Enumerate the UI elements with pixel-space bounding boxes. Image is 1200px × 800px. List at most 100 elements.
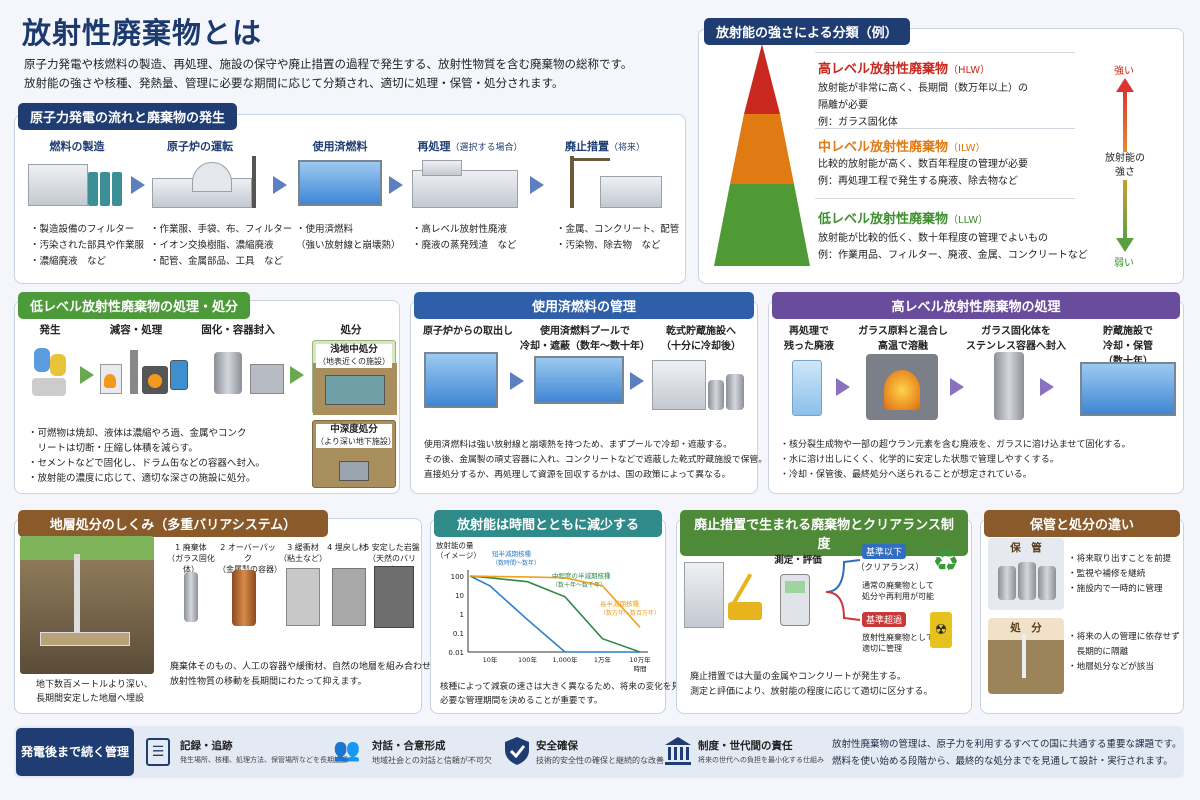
flow-step-3-bullets: ・使用済燃料（強い放射線と崩壊熱） (296, 224, 401, 251)
decom-branch-arrows (825, 559, 861, 621)
flow-step-1-title: 燃料の製造 (49, 140, 105, 153)
chart-series-line (469, 575, 641, 653)
geo-cross-section-image (20, 536, 154, 674)
chart-series-label: 中程度の半減期核種 (552, 571, 611, 580)
barrier-backfill-image (332, 568, 366, 626)
llw-step-2: 減容・処理 (109, 324, 163, 336)
chart-y-tick-label: 1 (460, 611, 464, 619)
chart-x-tick-label: 1,000年 (552, 655, 578, 664)
ilw-title: 中レベル放射性廃棄物（ILW） (818, 140, 986, 155)
flow-step-5-bullets: ・金属、コンクリート、配管・汚染物、除去物 など (556, 224, 680, 251)
flow-arrow-1 (131, 176, 145, 194)
llw-desc: 放射能が比較的低く、数十年程度の管理でよいもの例：作業用品、フィルター、廃液、金… (818, 233, 1088, 261)
llw-step-4: 処分 (340, 324, 362, 336)
liquid-waste-image (792, 360, 822, 416)
strong-label: 強い (1114, 66, 1134, 77)
spent-arrow-2 (630, 372, 644, 390)
spent-fuel-pool-image (298, 160, 382, 206)
storage-image (988, 538, 1064, 610)
flow-arrow-3 (389, 176, 403, 194)
glass-canister-image (994, 352, 1024, 420)
barrier-4-label: 4 埋戻し材 (327, 543, 367, 552)
geo-caption: 地下数百メートルより深い、長期間安定した地層へ埋設 (36, 680, 153, 704)
chart-x-tick-label: 10万年 (629, 655, 651, 664)
institution-icon (665, 737, 691, 765)
hlw-arrow-2 (950, 378, 964, 396)
shield-icon (505, 737, 529, 765)
chart-series-sublabel: （数万年〜数百万年） (600, 609, 660, 617)
barrier-buffer-image (286, 568, 320, 626)
classification-header: 放射能の強さによる分類（例） (704, 18, 910, 45)
ilw-desc: 比較的放射能が高く、数百年程度の管理が必要例：再処理工程で発生する廃液、除去物な… (818, 159, 1028, 187)
footer-item-2-title: 対話・合意形成 (372, 740, 446, 752)
reprocessing-plant-image (412, 160, 522, 208)
chart-ylabel: 放射能の量 (436, 540, 474, 550)
waste-gloves-image (28, 348, 74, 398)
liquid-container-image (170, 360, 210, 390)
spent-step-2: 使用済燃料プールで冷却・遮蔽（数年〜数十年） (520, 326, 650, 352)
flow-arrow-2 (273, 176, 287, 194)
chart-x-tick-label: 1万年 (594, 655, 612, 664)
reactor-image (152, 156, 272, 210)
fuel-fabrication-image (28, 158, 126, 208)
disposal-items: ・将来の人の管理に依存せず 長期的に隔離・地層処分などが該当 (1068, 632, 1180, 672)
chart-series-label: 短半減期核種 (492, 549, 532, 558)
chart-series-line (469, 575, 640, 653)
llw-title: 低レベル放射性廃棄物（LLW） (818, 212, 989, 227)
hlw-title: 高レベル放射性廃棄物（HLW） (818, 62, 991, 77)
llw-bullets: ・可燃物は焼却、液体は濃縮やろ過、金属やコンク リートは切断・圧縮し体積を減らす… (28, 428, 265, 484)
chart-series-line (469, 575, 641, 628)
hlw-step-2: ガラス原料と混合し高温で溶融 (858, 326, 948, 352)
below-threshold-tag: 基準以下 (862, 544, 907, 559)
weak-label: 弱い (1114, 258, 1134, 269)
footer-label: 発電後まで続く管理 (16, 728, 134, 776)
chart-series-sublabel: （数時間〜数年） (492, 559, 540, 567)
chart-xlabel: 時間 (634, 665, 647, 673)
chart-series-label: 長半減期核種 (600, 599, 640, 608)
disposal-image (988, 618, 1064, 694)
measure-label: 測定・評価 (774, 555, 822, 566)
hlw-desc: 放射能が非常に高く、長期間（数万年以上）の隔離が必要例：ガラス固化体 (818, 83, 1028, 128)
barrier-3-label: 3 緩衝材（粘土など） (279, 543, 327, 563)
storage-header: 保管と処分の違い (984, 510, 1180, 537)
above-threshold-tag: 基準超過 (862, 612, 907, 627)
chart-ylabel-sub: （イメージ） (436, 551, 481, 560)
lead-line-1: 原子力発電や核燃料の製造、再処理、施設の保守や廃止措置の過程で発生する、放射性物… (24, 57, 633, 71)
spent-fuel-pool-storage-image (534, 356, 624, 404)
decay-header: 放射能は時間とともに減少する (434, 510, 662, 537)
chart-y-tick-label: 100 (451, 573, 464, 581)
footer-item-3-sub: 技術的安全性の確保と継続的な改善 (536, 756, 664, 765)
flow-step-1-bullets: ・製造設備のフィルター・汚染された部具や作業服・濃縮廃液 など (30, 224, 145, 267)
above-text: 放射性廃棄物として適切に管理 (862, 633, 934, 653)
flow-header: 原子力発電の流れと廃棄物の発生 (18, 103, 238, 130)
lead-line-2: 放射能の強さや核種、発熱量、管理に必要な期間に応じて分類され、適切に処理・保管・… (24, 76, 564, 90)
survey-meter-image (780, 574, 810, 626)
hlw-storage-image (1080, 362, 1176, 416)
people-icon: 👥 (333, 738, 361, 763)
hlw-header: 高レベル放射性廃棄物の処理 (772, 292, 1180, 319)
incinerator-image (100, 350, 170, 396)
llw-step-1: 発生 (39, 324, 61, 336)
hlw-step-3: ガラス固化体をステンレス容器へ封入 (966, 326, 1066, 352)
spent-step-1: 原子炉からの取出し (423, 326, 513, 337)
llw-arrow-1 (80, 366, 94, 384)
footer-item-3-title: 安全確保 (536, 740, 578, 752)
clearance-label: （クリアランス） (856, 563, 924, 573)
below-text: 通常の廃棄物として処分や再利用が可能 (862, 581, 934, 601)
mid-depth-disposal-label: 中深度処分（より深い地下施設） (316, 424, 396, 448)
footer-message: 放射性廃棄物の管理は、原子力を利用するすべての国に共通する重要な課題です。燃料を… (832, 739, 1182, 767)
storage-title: 保 管 (1010, 542, 1042, 554)
strength-axis-label: 放射能の強さ (1102, 152, 1148, 180)
barrier-overpack-image (232, 570, 256, 626)
footer-bar (14, 726, 1184, 778)
footer-item-2-sub: 地域社会との対話と信頼が不可欠 (372, 756, 492, 765)
footer-item-4-title: 制度・世代間の責任 (698, 740, 793, 752)
hlw-arrow-3 (1040, 378, 1054, 396)
footer-item-1-sub: 発生場所、核種、処理方法、保管場所などを長期記録 (180, 756, 348, 764)
spent-step-3: 乾式貯蔵施設へ（十分に冷却後） (661, 326, 741, 352)
lead-text: 原子力発電や核燃料の製造、再処理、施設の保守や廃止措置の過程で発生する、放射性物… (24, 55, 664, 93)
spent-arrow-1 (510, 372, 524, 390)
reactor-removal-image (424, 352, 498, 408)
